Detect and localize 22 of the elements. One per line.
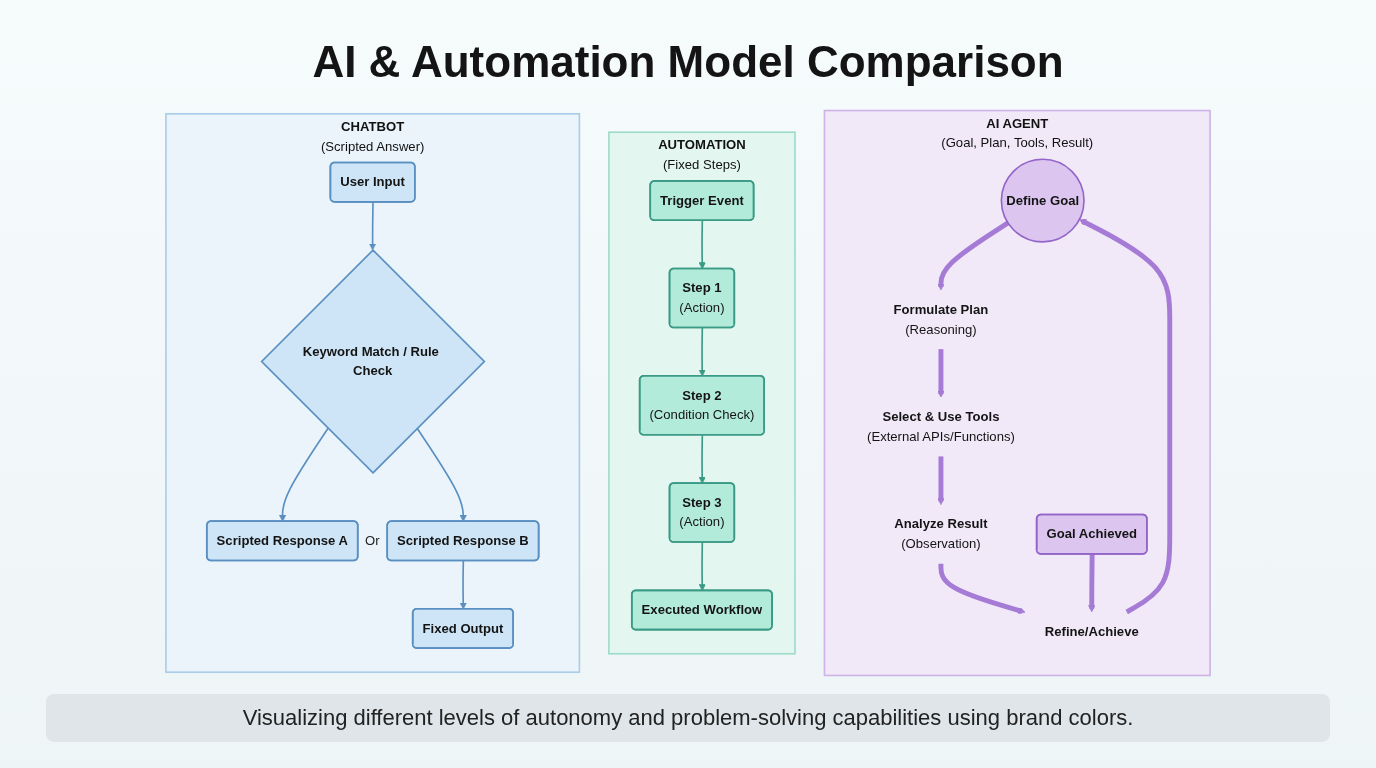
arrow — [1079, 218, 1173, 615]
node-text: Formulate Plan (Reasoning) — [893, 302, 989, 337]
arrow — [459, 560, 467, 610]
title: AI & Automation Model Comparison — [311, 36, 1065, 88]
caption: Visualizing different levels of autonomy and problem-solving capabilities using brand colors. — [46, 694, 1330, 742]
node-diamond: Keyword Match / Rule Check — [260, 248, 486, 474]
arrow — [937, 456, 945, 506]
arrow — [698, 434, 706, 484]
arrow — [937, 220, 1010, 291]
arrow — [369, 201, 377, 251]
node-circle: Define Goal — [1000, 158, 1085, 243]
node-text: Analyze Result (Observation) — [894, 517, 988, 551]
arrow — [937, 349, 945, 398]
node-text: Select & Use Tools (External APIs/Functions) — [867, 409, 1015, 444]
note-text: Or — [365, 531, 380, 550]
arrow — [698, 541, 706, 592]
arrow — [1088, 554, 1096, 613]
arrow — [416, 427, 467, 522]
node-text: Refine/Achieve — [1044, 624, 1139, 639]
arrow — [278, 427, 329, 522]
arrow — [698, 327, 706, 377]
arrow — [698, 219, 706, 270]
